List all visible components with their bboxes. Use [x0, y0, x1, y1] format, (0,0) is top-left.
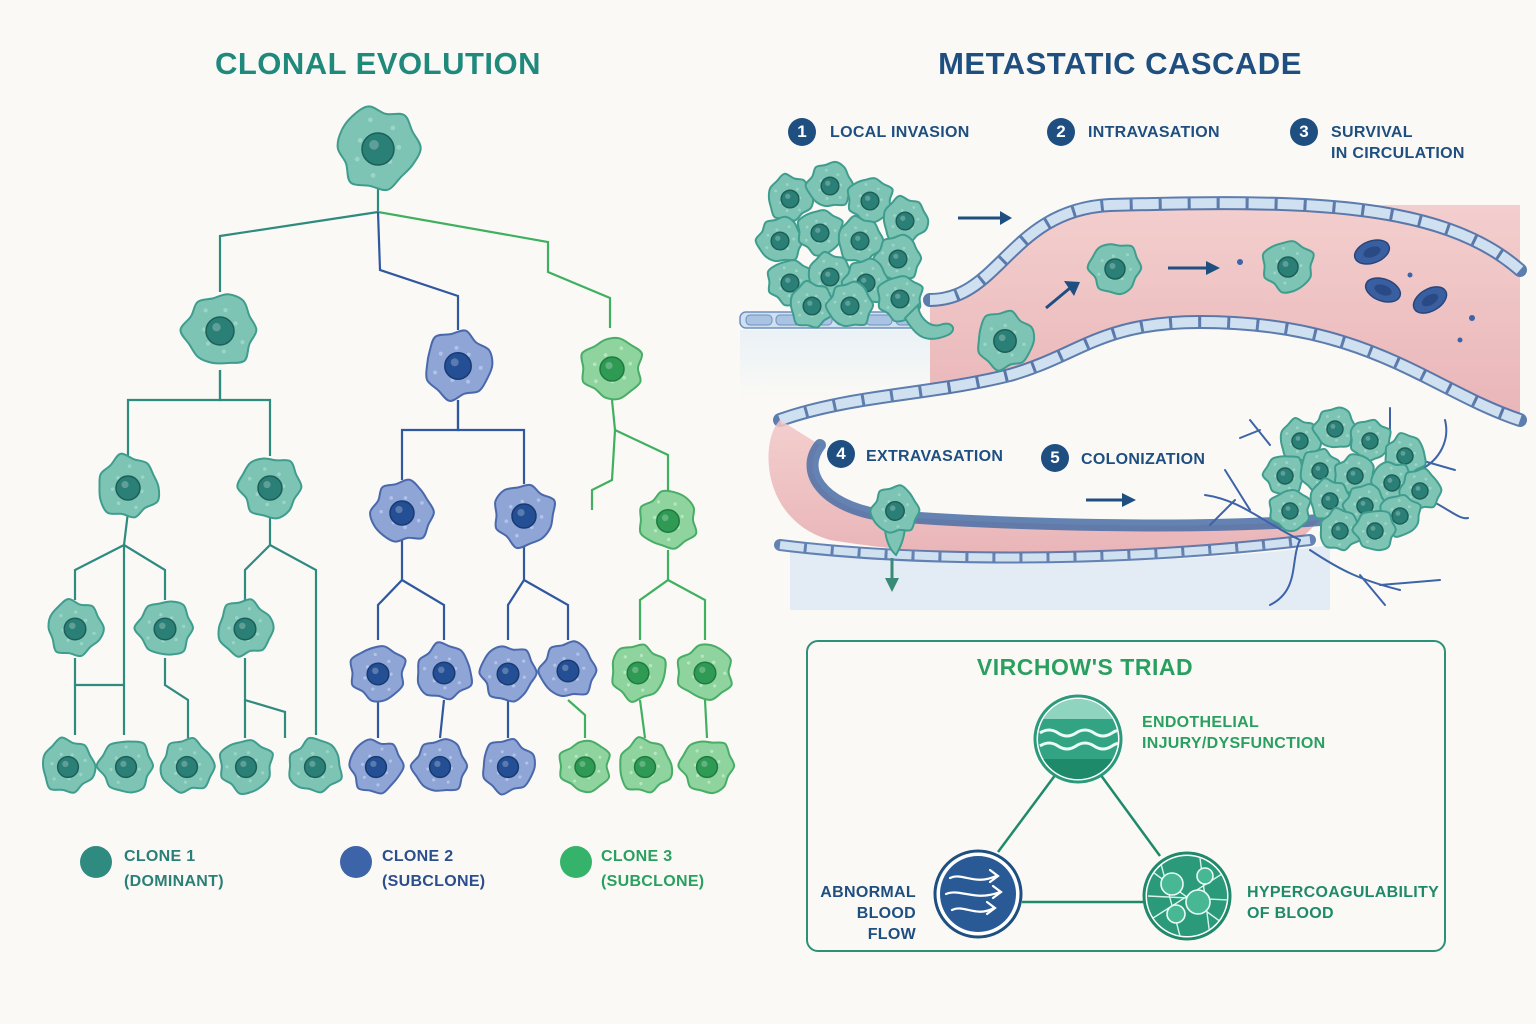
red-blood-cell [1364, 277, 1402, 303]
clone-2-cell [348, 738, 405, 795]
primary-tumor-cell [872, 233, 923, 281]
clone-2-cell [482, 737, 536, 796]
root-cancer-cell [336, 105, 422, 192]
clone-1-cell [98, 452, 161, 519]
hypercoagulability-label: HYPERCOAGULABILITY OF BLOOD [1247, 884, 1440, 922]
clone-3-cell [638, 489, 698, 550]
clone-3-cell [611, 643, 667, 703]
metastatic-colony-cell [1261, 455, 1307, 497]
endothelium-icon [1033, 694, 1123, 784]
extravasating-cell [869, 484, 921, 534]
clone-3-cell [619, 736, 674, 794]
lower-vessel-lumen [768, 420, 1320, 555]
step-5-badge: 5 [1041, 444, 1069, 472]
platelets [1237, 259, 1475, 343]
step-4-label: EXTRAVASATION [866, 448, 1004, 465]
clone-1-cell [218, 739, 274, 796]
clot-icon [1142, 851, 1232, 941]
clone-1-cell [288, 736, 343, 794]
triad-connectors [996, 773, 1162, 904]
circulating-tumor-cell [1086, 243, 1143, 296]
clone-3-cell [558, 739, 611, 794]
clone-1-cell [47, 598, 105, 658]
clonal-evolution-tree [42, 105, 736, 796]
primary-tumor-cell [804, 160, 855, 208]
clone-3-cell [676, 643, 733, 701]
endothelial-injury-label: ENDOTHELIAL INJURY/DYSFUNCTION [1142, 714, 1326, 752]
clone-1-cell [42, 736, 97, 794]
abnormal-blood-flow-label: ABNORMAL BLOOD FLOW [820, 884, 916, 943]
intravasating-cell [977, 309, 1036, 372]
clone-2-cell [537, 640, 598, 698]
primary-tumor-cell [754, 215, 805, 263]
clone-2-cell [349, 645, 407, 703]
metastatic-colony-cell [1299, 447, 1342, 493]
clone-1-legend-note: (DOMINANT) [124, 873, 224, 890]
metastatic-cascade-illustration [739, 160, 1527, 610]
step-1-label: LOCAL INVASION [830, 124, 970, 141]
primary-tumor-cell [837, 214, 885, 264]
step-1-badge: 1 [788, 118, 816, 146]
step-4-badge: 4 [827, 440, 855, 468]
metastatic-colony-cell [1319, 506, 1362, 552]
clone-1-cell [179, 293, 258, 365]
clone-1-cell [133, 600, 194, 656]
extravasation-arrow [885, 558, 899, 592]
clone-1-legend-label: CLONE 1 [124, 848, 196, 865]
clone-1-swatch [80, 846, 112, 878]
metastatic-colony-cell [1279, 416, 1323, 462]
stromal-tissue [740, 330, 930, 400]
clone-2-swatch [340, 846, 372, 878]
step-3-label: SURVIVAL IN CIRCULATION [1331, 124, 1465, 162]
step-2-label: INTRAVASATION [1088, 124, 1220, 141]
clone-1-cell [95, 740, 154, 794]
red-blood-cell [1412, 286, 1448, 314]
clone-3-legend-note: (SUBCLONE) [601, 873, 705, 890]
flow-arrows [958, 211, 1220, 507]
metastatic-cascade-title: METASTATIC CASCADE [938, 46, 1302, 81]
clone-1-cell [236, 457, 303, 520]
virchows-triad-diagram [933, 694, 1232, 941]
clone-2-cell [494, 483, 556, 550]
primary-tumor-cell [796, 209, 844, 257]
clone-3-legend-label: CLONE 3 [601, 848, 673, 865]
step-2-badge: 2 [1047, 118, 1075, 146]
red-blood-cell [1353, 239, 1391, 265]
clonal-evolution-title: CLONAL EVOLUTION [214, 46, 542, 81]
blood-flow-icon [933, 849, 1023, 939]
primary-tumor-cell [789, 279, 837, 329]
primary-tumor-cell [846, 177, 894, 225]
clone-2-cell [425, 329, 494, 402]
clone-2-legend-label: CLONE 2 [382, 848, 454, 865]
clone-2-legend-note: (SUBCLONE) [382, 873, 486, 890]
lower-vessel-wall [806, 439, 1326, 532]
clone-1-cell [217, 598, 275, 658]
clone-3-cell [677, 740, 736, 795]
clone-2-cell [369, 478, 435, 543]
virchows-triad-panel [806, 640, 1446, 952]
metastatic-colony-cell [1268, 488, 1312, 532]
step-3-badge: 3 [1290, 118, 1318, 146]
primary-tumor-cell [824, 280, 875, 328]
clone-2-cell [416, 641, 473, 701]
step-5-label: COLONIZATION [1081, 451, 1206, 468]
circulating-tumor-cell [1261, 240, 1315, 294]
primary-tumor-cell [882, 194, 930, 244]
clone-2-cell [478, 645, 538, 703]
metastatic-colony-cell [1351, 509, 1397, 552]
primary-tumor-cell [767, 172, 815, 222]
virchows-triad-title: VIRCHOW'S TRIAD [976, 654, 1194, 680]
clone-1-cell [159, 736, 216, 794]
clone-3-cell [580, 336, 644, 401]
clone-3-swatch [560, 846, 592, 878]
metastatic-colony-cell [1349, 418, 1392, 464]
clone-2-cell [409, 738, 469, 792]
metastatic-colony-cell [1311, 406, 1357, 449]
invading-cell-protrusion [903, 302, 955, 340]
